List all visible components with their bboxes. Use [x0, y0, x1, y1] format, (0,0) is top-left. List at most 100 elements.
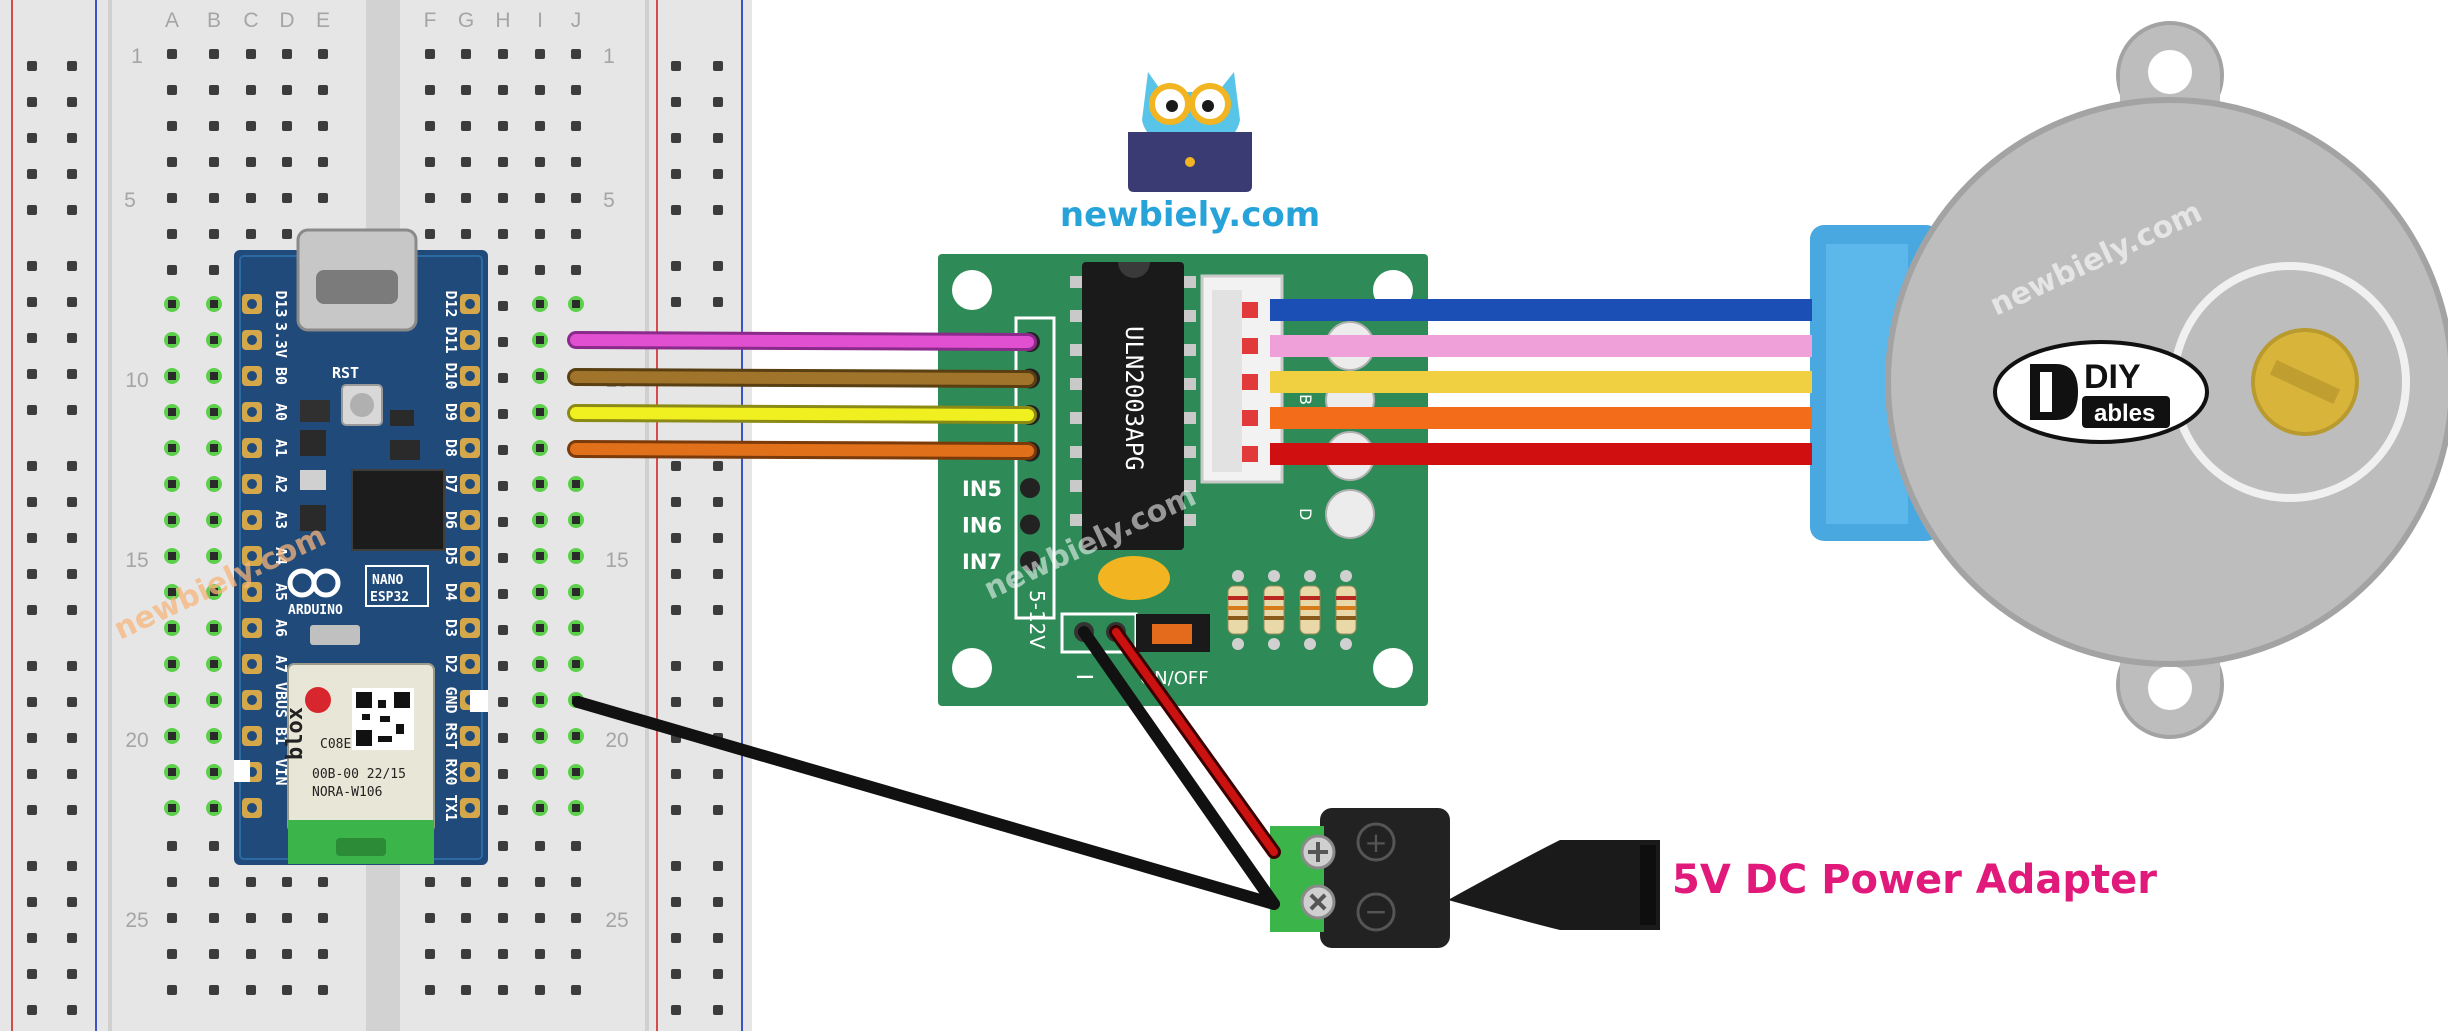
rail-hole: [27, 169, 37, 179]
rail-hole: [27, 969, 37, 979]
breadboard-hole: [535, 949, 545, 959]
bb-col-f: F: [424, 9, 437, 32]
breadboard-hole: [498, 697, 508, 707]
breadboard-hole: [535, 913, 545, 923]
pad-hole: [465, 443, 475, 453]
svg-text:00B-00 22/15: 00B-00 22/15: [312, 767, 406, 782]
arduino-logo: ARDUINO: [287, 568, 343, 618]
breadboard-hole: [425, 985, 435, 995]
pin-label-left: A6: [272, 619, 290, 637]
rail-hole: [671, 205, 681, 215]
breadboard-hole: [498, 301, 508, 311]
rail-hole: [67, 97, 77, 107]
pad-hole: [465, 551, 475, 561]
pin-label-right: TX1: [442, 794, 460, 821]
breadboard-hole: [246, 193, 256, 203]
breadboard-hole: [167, 265, 177, 275]
pad-hole: [247, 695, 257, 705]
breadboard-hole: [461, 985, 471, 995]
rail-hole: [67, 497, 77, 507]
motor-wires: [1270, 299, 1812, 465]
resistor-band: [1264, 606, 1284, 610]
chip-leg: [1070, 412, 1084, 424]
rail-hole: [27, 805, 37, 815]
breadboard-hole: [535, 49, 545, 59]
breadboard-hole: [425, 877, 435, 887]
pin-label-left: B0: [272, 367, 290, 385]
rail-hole: [671, 261, 681, 271]
breadboard-hole: [498, 481, 508, 491]
bb-col-b: B: [207, 9, 221, 32]
rail-hole: [671, 969, 681, 979]
rail-hole: [27, 333, 37, 343]
resistors: [1227, 570, 1357, 650]
connector-pin: [1242, 374, 1258, 390]
resistor-lead: [1268, 638, 1280, 650]
capacitor: [1098, 556, 1170, 600]
chip-leg: [1070, 514, 1084, 526]
rail-hole: [713, 697, 723, 707]
breadboard-hole: [498, 229, 508, 239]
connected-hole-center: [168, 336, 176, 344]
breadboard-hole: [498, 733, 508, 743]
resistor-lead: [1340, 570, 1352, 582]
microcontroller-chip: [351, 469, 445, 551]
qr-code: [352, 688, 414, 750]
pad-hole: [465, 479, 475, 489]
connected-hole-center: [536, 624, 544, 632]
connected-hole-center: [536, 372, 544, 380]
rail-hole: [67, 533, 77, 543]
rail-hole: [67, 261, 77, 271]
connected-hole-center: [572, 624, 580, 632]
stepper-motor: DIY ables: [1810, 21, 2448, 739]
chip-leg: [1182, 344, 1196, 356]
pad-hole: [247, 587, 257, 597]
breadboard-hole: [167, 841, 177, 851]
resistor-band: [1336, 596, 1356, 600]
breadboard-hole: [461, 49, 471, 59]
resistor-band: [1228, 606, 1248, 610]
breadboard-hole: [209, 49, 219, 59]
connected-hole-center: [210, 300, 218, 308]
svg-text:DIY: DIY: [2084, 358, 2141, 396]
diyables-logo: DIY ables: [1993, 340, 2209, 444]
rail-hole: [671, 933, 681, 943]
breadboard-hole: [498, 769, 508, 779]
breadboard-hole: [167, 157, 177, 167]
chip-leg: [1070, 446, 1084, 458]
breadboard-hole: [318, 877, 328, 887]
connected-hole-center: [572, 552, 580, 560]
rail-hole: [67, 969, 77, 979]
resistor-band: [1228, 616, 1248, 620]
resistor-band: [1300, 616, 1320, 620]
svg-text:ables: ables: [2094, 400, 2155, 427]
wire-driver-minus-black: [1078, 626, 1280, 910]
rail-hole: [713, 569, 723, 579]
rail-hole: [671, 897, 681, 907]
breadboard-hole: [498, 121, 508, 131]
rail-hole: [713, 461, 723, 471]
breadboard-hole: [498, 949, 508, 959]
breadboard-hole: [571, 229, 581, 239]
rail-hole: [67, 805, 77, 815]
breadboard-hole: [282, 949, 292, 959]
mount-hole-bottom: [2148, 666, 2192, 710]
pad-hole: [465, 515, 475, 525]
chip-leg: [1070, 480, 1084, 492]
breadboard-hole: [282, 913, 292, 923]
bb-col-a: A: [165, 9, 179, 32]
breadboard-hole: [571, 157, 581, 167]
svg-text:+: +: [1364, 826, 1387, 859]
breadboard-hole: [246, 157, 256, 167]
breadboard-hole: [461, 193, 471, 203]
breadboard-hole: [461, 85, 471, 95]
connected-hole-center: [210, 660, 218, 668]
breadboard-hole: [535, 985, 545, 995]
breadboard-hole: [498, 985, 508, 995]
rail-hole: [27, 369, 37, 379]
input-pin: [1020, 478, 1040, 498]
bb-col-i: I: [537, 9, 543, 32]
rst-label: RST: [332, 364, 359, 382]
connector-pin: [1242, 410, 1258, 426]
bb-col-e: E: [316, 9, 330, 32]
